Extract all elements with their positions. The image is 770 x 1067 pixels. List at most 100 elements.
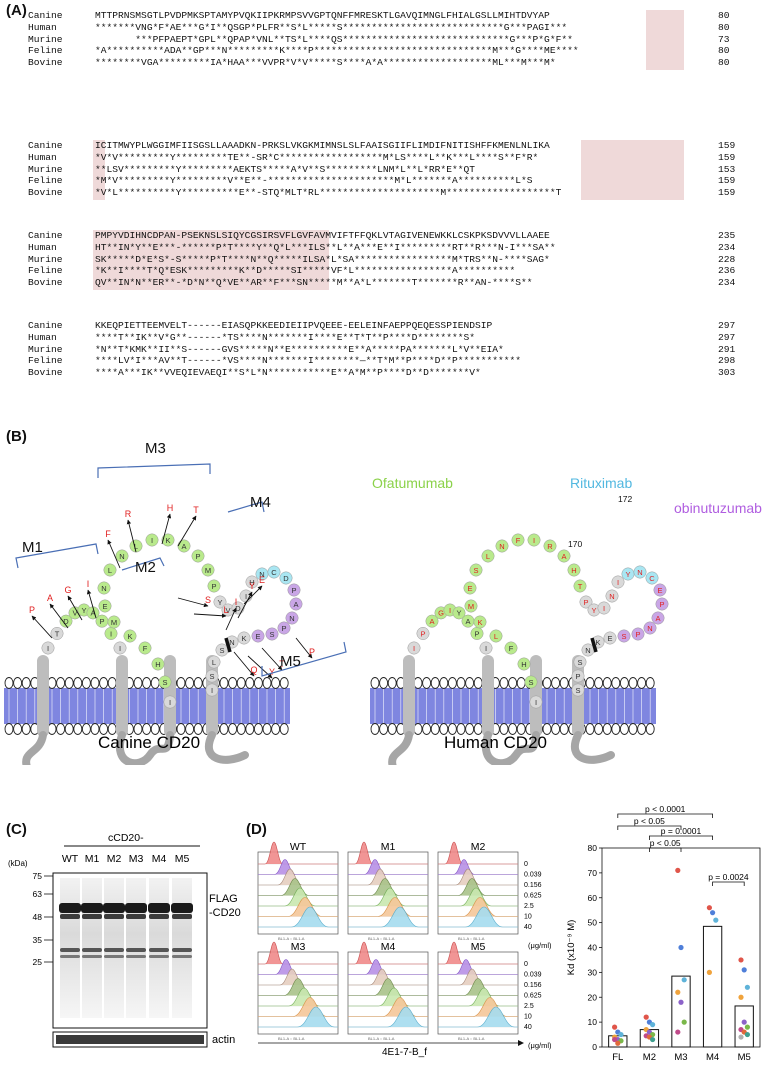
x-tick-label: M4 [706, 1052, 719, 1063]
kd-bar [734, 1005, 754, 1048]
svg-text:A: A [561, 552, 566, 561]
western-title: cCD20- [108, 832, 144, 844]
lane-label: M2 [107, 853, 122, 865]
svg-text:F: F [516, 536, 521, 545]
residue-bead: I [145, 533, 159, 547]
seq-residues: *N**T*KMK**II**S------GVS*****N**E******… [95, 343, 504, 355]
region-m1-label: M1 [22, 539, 43, 556]
y-tick-label: 10 [588, 1017, 598, 1027]
region-m4-label: M4 [250, 494, 271, 511]
seq-name: Human [28, 151, 57, 163]
residue-bead: F [504, 641, 518, 655]
y-axis-label: Kd (x10⁻⁹ M) [566, 920, 577, 976]
concentration-label: 0.039 [524, 872, 542, 879]
seq-number: 159 [718, 175, 736, 187]
residue-bead: C [645, 571, 659, 585]
svg-text:K: K [241, 634, 246, 643]
svg-text:C: C [271, 568, 277, 577]
svg-text:N: N [637, 568, 642, 577]
position-170: 170 [568, 539, 582, 549]
svg-text:S: S [528, 678, 533, 687]
residue-bead: D [59, 614, 73, 628]
residue-bead: C [267, 565, 281, 579]
seq-name: Human [28, 331, 57, 343]
residue-bead: K [123, 629, 137, 643]
svg-text:Y: Y [217, 598, 222, 607]
residue-bead: N [495, 539, 509, 553]
mutation-letter: T [193, 505, 199, 515]
y-tick-label: 40 [588, 943, 598, 953]
kd-point [675, 989, 681, 995]
residue-bead: R [543, 539, 557, 553]
residue-bead: L [481, 549, 495, 563]
svg-text:S: S [269, 630, 274, 639]
seq-name: Canine [28, 10, 63, 21]
concentration-unit: (μg/ml) [528, 1041, 552, 1050]
concentration-label: 40 [524, 924, 532, 931]
y-tick-label: 0 [592, 1042, 597, 1052]
svg-text:P: P [195, 552, 200, 561]
kd-point [738, 994, 744, 1000]
residue-bead: N [605, 589, 619, 603]
residue-bead: E [603, 631, 617, 645]
seq-name: Feline [28, 265, 63, 277]
lane-label: M1 [85, 853, 100, 865]
seq-number: 236 [718, 265, 736, 277]
seq-residues: *V*L**********Y**********E**-STQ*MLT*RL*… [95, 187, 562, 199]
alignment-highlight [93, 230, 329, 290]
svg-text:D: D [63, 617, 69, 626]
svg-text:P: P [583, 598, 588, 607]
seq-residues: ****T**IK**V*G**------*TS****N*******I**… [95, 331, 475, 343]
svg-text:E: E [102, 602, 107, 611]
kda-marker: 63 [33, 889, 43, 899]
residue-bead: L [103, 563, 117, 577]
kd-point [744, 1031, 750, 1038]
svg-text:N: N [119, 552, 124, 561]
svg-text:P: P [99, 617, 104, 626]
concentration-label: 10 [524, 914, 532, 921]
svg-text:S: S [621, 632, 626, 641]
concentration-label: 0.156 [524, 982, 542, 989]
seq-name: Human [28, 241, 57, 253]
residue-bead: P [416, 627, 430, 640]
concentration-label: 0.625 [524, 993, 542, 1000]
seq-residues: QV**IN*N**ER**-*D*N**Q*VE**AR**F***SN***… [95, 277, 533, 289]
svg-text:I: I [110, 629, 112, 638]
residue-bead: E [653, 583, 667, 597]
svg-text:V: V [72, 609, 77, 618]
seq-residues: ****LV*I***AV**T------*VS****N*******I**… [95, 355, 522, 367]
seq-residues: ****A***IK**VVEQIEVAEQI**S*L*N**********… [95, 367, 481, 379]
lane-label: M5 [175, 853, 190, 865]
kd-point [678, 999, 684, 1005]
kd-bar [702, 925, 723, 1048]
canine-caption: Canine CD20 [98, 733, 200, 752]
svg-text:E: E [255, 632, 260, 641]
residue-bead: N [255, 567, 269, 581]
kda-marker: 25 [33, 957, 43, 967]
flow-panel-title: M4 [381, 941, 396, 953]
svg-text:N: N [585, 646, 590, 655]
mutation-letter: H [167, 503, 174, 513]
svg-text:K: K [165, 536, 170, 545]
residue-bead: E [98, 599, 112, 613]
svg-text:N: N [609, 592, 614, 601]
seq-name: Feline [28, 355, 63, 367]
mutation-letter: A [47, 593, 53, 603]
kd-point [710, 910, 716, 916]
svg-text:L: L [486, 552, 490, 561]
lane-label: M3 [129, 853, 144, 865]
residue-bead: I [479, 641, 493, 655]
seq-residues: *M*V*********Y*********V**E**-**********… [95, 175, 533, 187]
svg-text:I: I [245, 592, 247, 601]
y-tick-label: 20 [588, 992, 598, 1002]
concentration-label: 2.5 [524, 903, 534, 910]
seq-number: 228 [718, 253, 736, 265]
residue-bead: I [529, 695, 543, 709]
seq-number: 291 [718, 343, 736, 355]
svg-text:E: E [467, 584, 472, 593]
kd-point [713, 917, 719, 923]
lane-label: WT [62, 853, 79, 865]
svg-text:L: L [134, 542, 138, 551]
